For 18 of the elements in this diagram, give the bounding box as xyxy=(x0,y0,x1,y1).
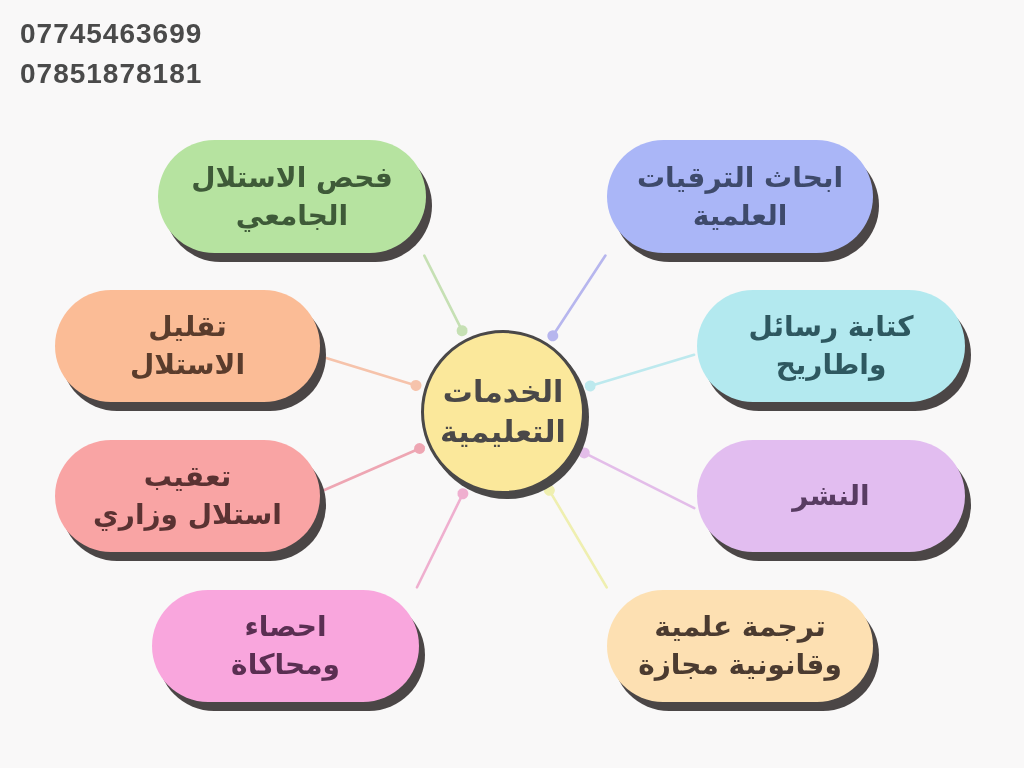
connector-line xyxy=(578,447,696,510)
connector-line xyxy=(543,484,608,589)
service-label: النشر xyxy=(790,478,871,515)
phone-number: 07745463699 xyxy=(20,18,203,50)
connector-line xyxy=(547,254,607,342)
service-label: احصاء ومحاكاة xyxy=(230,609,341,683)
center-label: الخدمات التعليمية xyxy=(439,372,567,451)
service-label: تعقيب استلال وزاري xyxy=(92,459,283,533)
connector-line xyxy=(584,353,696,392)
connector-line xyxy=(321,443,426,493)
service-label: كتابة رسائل واطاريح xyxy=(747,309,915,383)
connector-line xyxy=(415,488,469,589)
connector-line xyxy=(423,254,468,337)
service-label: ابحاث الترقيات العلمية xyxy=(635,159,845,234)
phone-number: 07851878181 xyxy=(20,58,203,90)
service-label: فحص الاستلال الجامعي xyxy=(190,159,394,234)
service-label: تقليل الاستلال xyxy=(129,309,246,383)
service-label: ترجمة علمية وقانونية مجازة xyxy=(637,609,843,683)
